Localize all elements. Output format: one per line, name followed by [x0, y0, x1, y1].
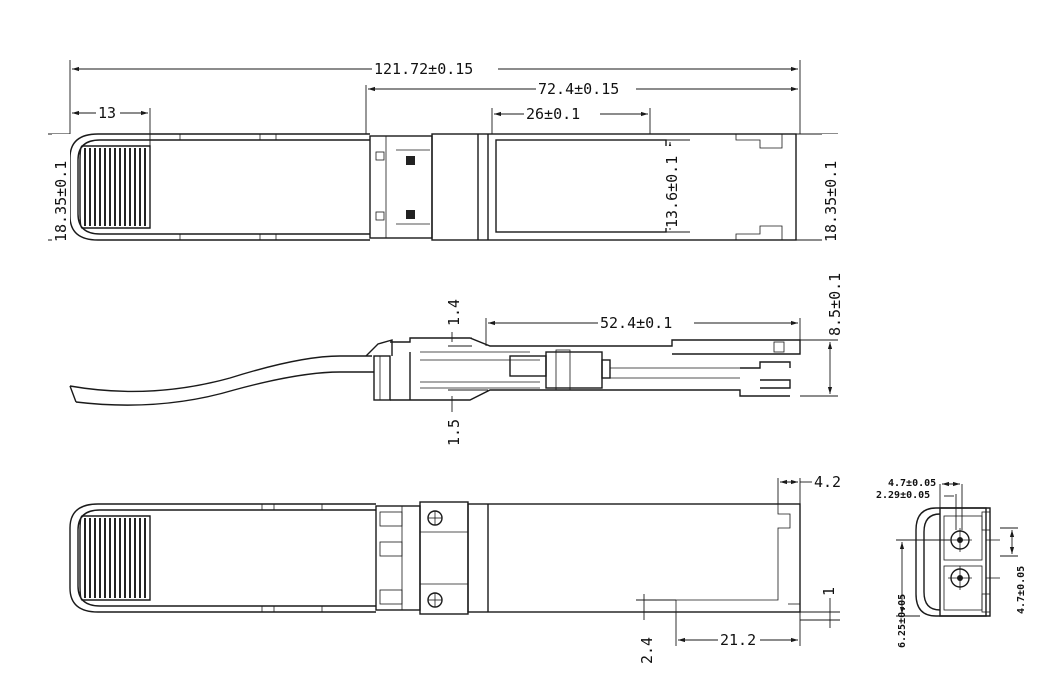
grip-ridges-top [84, 148, 146, 226]
dim-width-left: 18.35±0.1 [52, 161, 70, 242]
dim-port-span: 6.25±0.05 [897, 594, 908, 648]
grip-ridges-bottom [84, 518, 146, 598]
bottom-view [69, 501, 801, 615]
dim-port-pitch-right: 4.7±0.05 [1016, 566, 1027, 614]
side-view-dimensions: 52.4±0.1 8.5±0.1 1.4 1.5 [445, 273, 844, 446]
dim-bottom-step: 1.5 [445, 419, 463, 446]
dim-label-width: 26±0.1 [526, 105, 580, 123]
bottom-view-dimensions: 4.2 1 21.2 2.4 [636, 473, 841, 664]
end-view [915, 507, 1000, 617]
dim-port-pitch-top: 4.7±0.05 [888, 478, 936, 489]
dim-label-height: 13.6±0.1 [663, 156, 681, 228]
top-view-dimensions: 121.72±0.15 72.4±0.15 26±0.1 13 18.35±0.… [48, 60, 840, 244]
dim-top-step: 1.4 [445, 299, 463, 326]
dim-port-offset: 2.29±0.05 [876, 490, 930, 501]
dim-overall-length: 121.72±0.15 [374, 60, 473, 78]
dim-recess-length: 21.2 [720, 631, 756, 649]
dim-body-length: 72.4±0.15 [538, 80, 619, 98]
fiber-port-upper [948, 528, 972, 552]
side-view [69, 337, 801, 406]
dim-edge-gap: 1 [820, 587, 838, 596]
dim-rear-offset: 4.2 [814, 473, 841, 491]
dim-housing-length: 52.4±0.1 [600, 314, 672, 332]
dim-recess-depth: 2.4 [638, 637, 656, 664]
dim-body-height: 8.5±0.1 [826, 273, 844, 336]
dim-grip-length: 13 [98, 104, 116, 122]
dim-width-right: 18.35±0.1 [822, 161, 840, 242]
end-view-dimensions: 4.7±0.05 2.29±0.05 6.25±0.05 4.7±0.05 [876, 478, 1027, 648]
top-view [69, 133, 797, 241]
fiber-port-lower [948, 566, 972, 590]
